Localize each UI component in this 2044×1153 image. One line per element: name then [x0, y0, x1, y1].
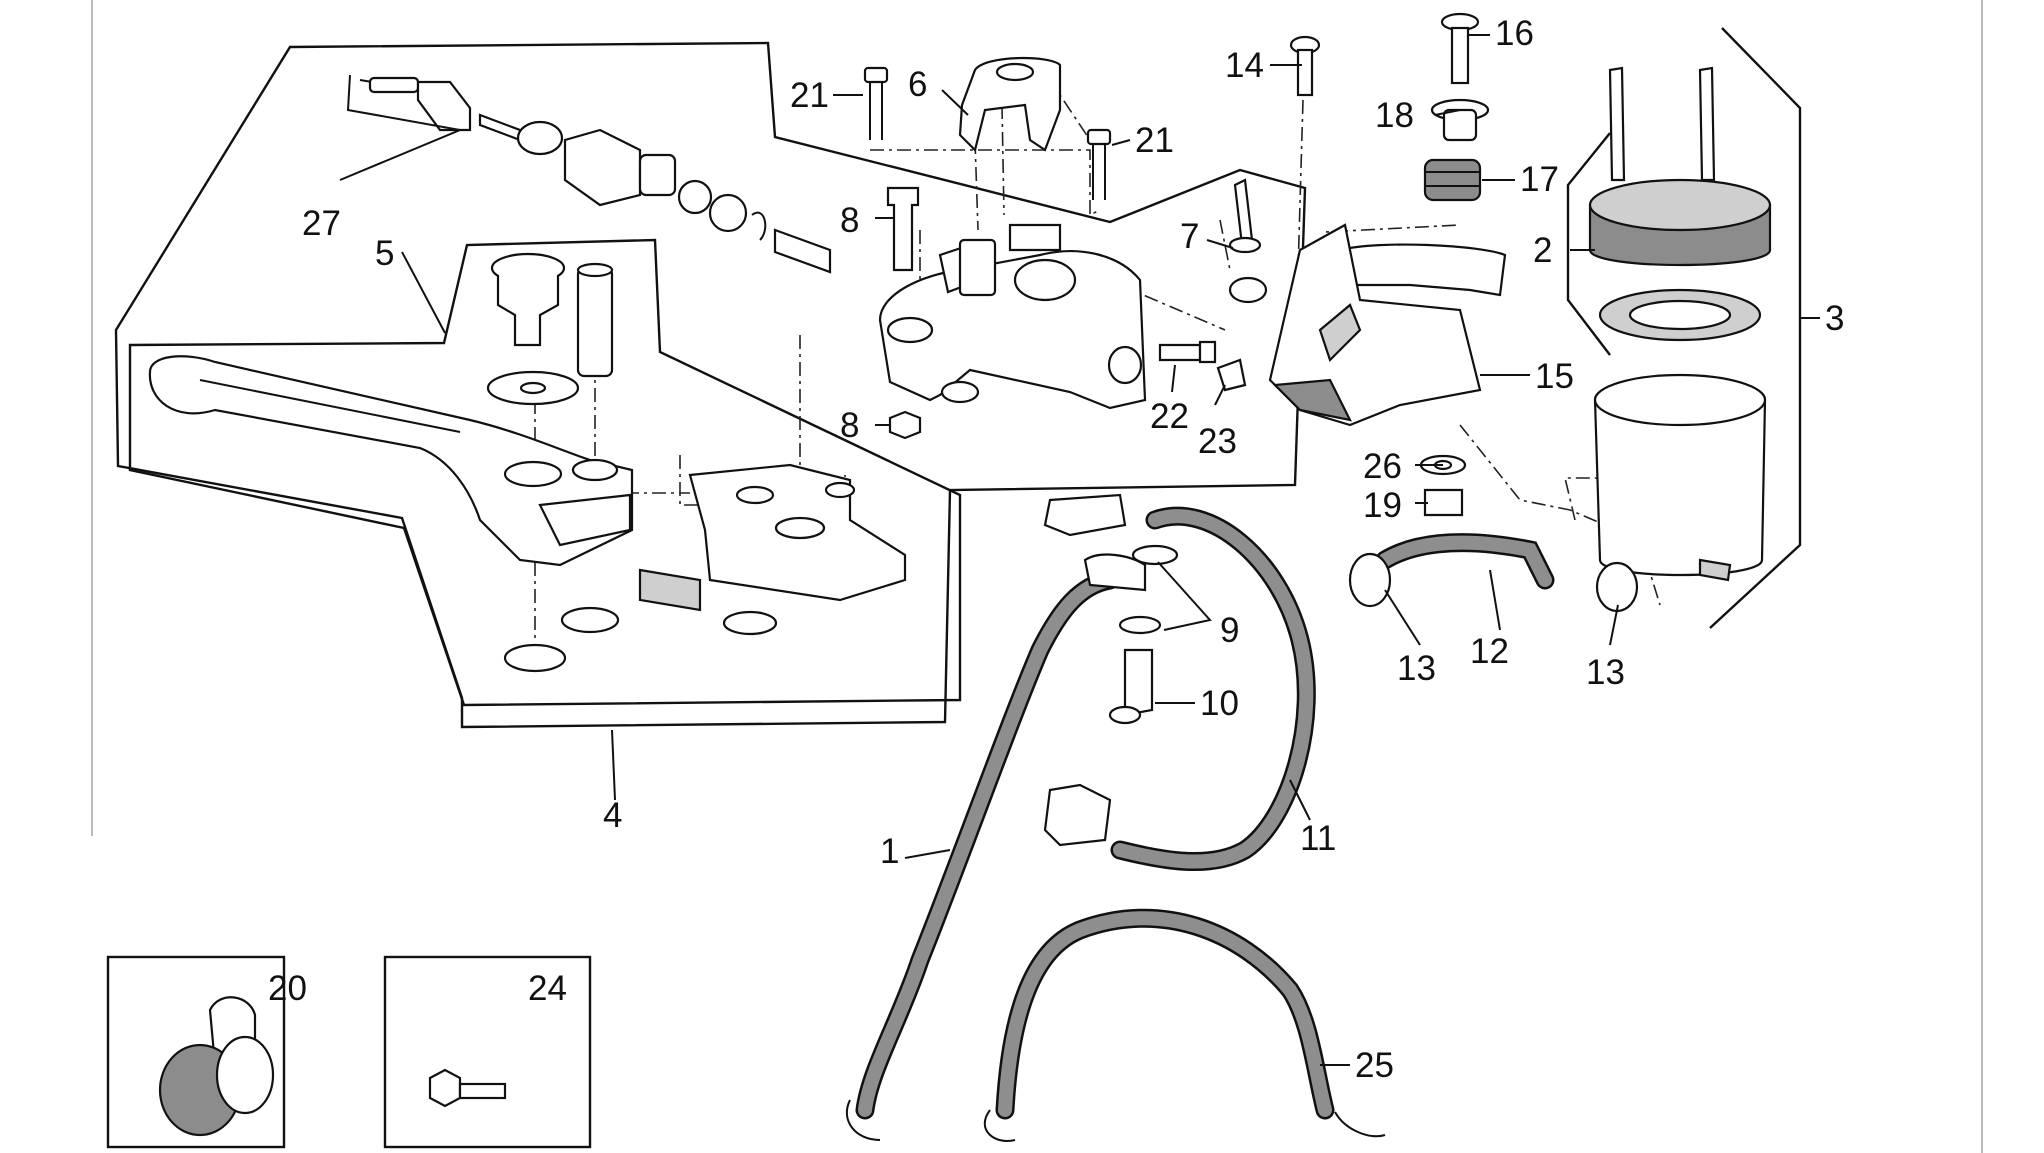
callout-14: 14	[1225, 46, 1264, 85]
callout-11: 11	[1300, 819, 1336, 858]
callout-3: 3	[1825, 299, 1844, 338]
callout-16: 16	[1495, 14, 1534, 53]
inset-box-24	[383, 955, 592, 1149]
callout-18: 18	[1375, 96, 1414, 135]
leader-lines	[339, 34, 1820, 1066]
callout-24: 24	[528, 969, 567, 1008]
fitting-7	[1228, 178, 1268, 304]
hose-12-and-clamps	[1348, 533, 1639, 613]
callout-20: 20	[268, 969, 307, 1008]
brake-hose-1	[845, 553, 1147, 1141]
clip-20	[158, 996, 275, 1137]
master-cylinder-body	[878, 223, 1147, 410]
callout-23: 23	[1198, 422, 1237, 461]
lever-small-parts	[503, 568, 778, 673]
assembly-5-outline	[128, 238, 962, 707]
callout-2: 2	[1533, 231, 1552, 270]
callout-6: 6	[908, 65, 927, 104]
reservoir-cover-15	[1268, 223, 1507, 427]
callout-9: 9	[1220, 611, 1239, 650]
callout-12: 12	[1470, 632, 1509, 671]
callout-7: 7	[1180, 217, 1199, 256]
callout-21-left: 21	[790, 76, 829, 115]
callout-labels: 1 2 3 4 5 6 7 8 8 9 10 11 12 13 13 14 15…	[268, 14, 1844, 1085]
reservoir-assembly	[1588, 66, 1772, 582]
brake-lever	[148, 355, 634, 567]
callout-13-left: 13	[1397, 649, 1436, 688]
screws-21-8	[863, 66, 1112, 440]
callout-5: 5	[375, 234, 394, 273]
callout-22: 22	[1150, 397, 1189, 436]
assembly-outlines	[114, 27, 1802, 729]
piston-parts	[359, 76, 832, 274]
hose-25	[983, 908, 1386, 1142]
callout-10: 10	[1200, 684, 1239, 723]
reservoir-bracket-3	[1709, 27, 1802, 629]
callout-15: 15	[1535, 357, 1574, 396]
screw-14-16	[1289, 12, 1480, 97]
bolt-24	[428, 1068, 507, 1108]
banjo-9-10	[1108, 544, 1179, 725]
callout-26: 26	[1363, 447, 1402, 486]
switch-hose-11	[1043, 506, 1316, 872]
callout-13-right: 13	[1586, 653, 1625, 692]
bleeder-22-23	[1158, 340, 1247, 392]
washer-18-seal-17	[1423, 98, 1490, 202]
callout-25: 25	[1355, 1046, 1394, 1085]
callout-17: 17	[1520, 160, 1559, 199]
sensor-top	[1043, 493, 1127, 537]
callout-8-lower: 8	[840, 406, 859, 445]
lever-adjuster-plate	[688, 463, 907, 602]
callout-27: 27	[302, 204, 341, 243]
reservoir-bracket-2	[1566, 132, 1611, 356]
callout-8-upper: 8	[840, 201, 859, 240]
inset-box-20	[106, 955, 286, 1149]
clamp-part-6	[958, 57, 1062, 153]
callout-1: 1	[880, 832, 899, 871]
callout-19: 19	[1363, 486, 1402, 525]
lever-pivot-parts	[486, 252, 614, 406]
washer-26-19	[1419, 454, 1467, 517]
callout-4: 4	[603, 796, 622, 835]
callout-21-right: 21	[1135, 121, 1174, 160]
